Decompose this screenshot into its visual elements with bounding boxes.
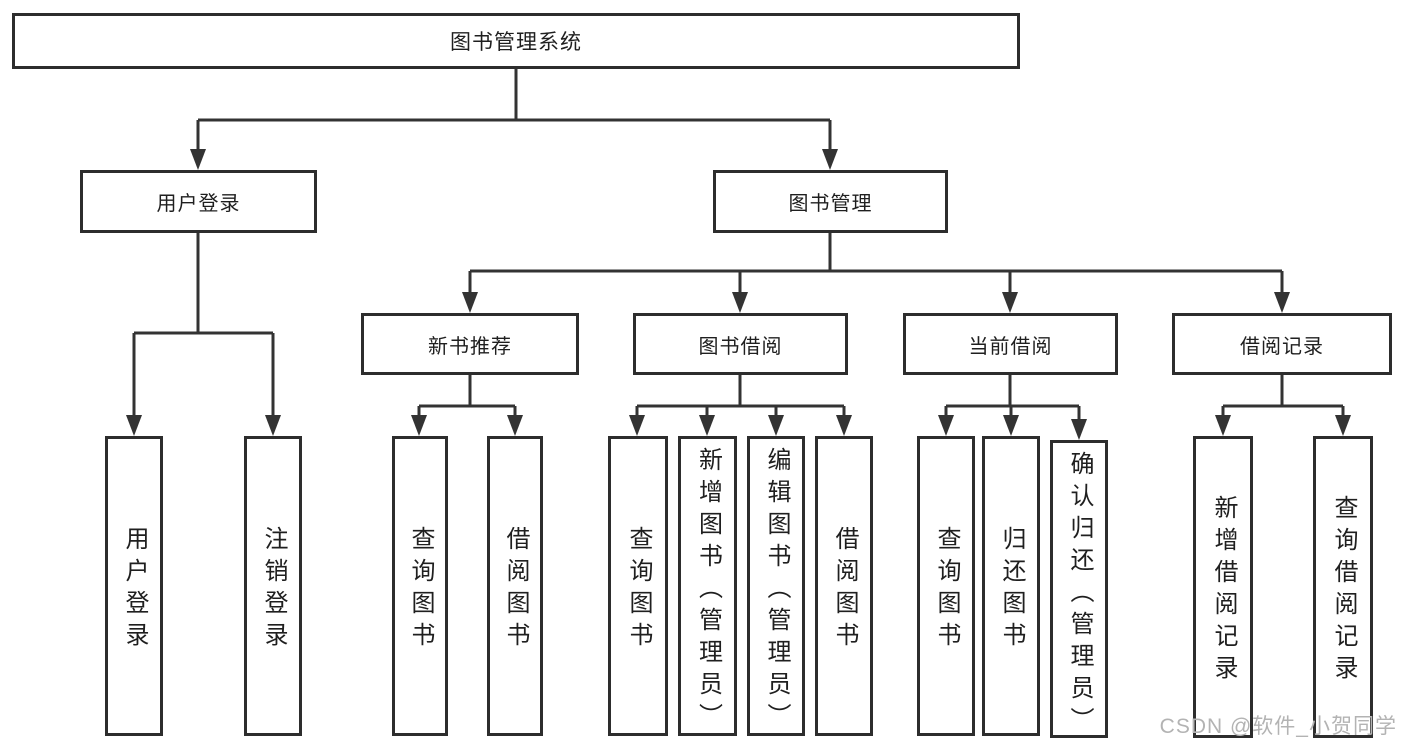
leaf-edit-book-admin: 编辑图书（管理员） [747,436,805,736]
watermark: CSDN @软件_小贺同学 [1159,715,1397,738]
leaf-query-borrow-record: 查询借阅记录 [1313,436,1373,738]
leaf-add-borrow-record: 新增借阅记录 [1193,436,1253,738]
node-root: 图书管理系统 [12,13,1020,69]
leaf-query-books-1: 查询图书 [392,436,448,736]
node-book-management: 图书管理 [713,170,948,233]
node-book-borrowing: 图书借阅 [633,313,848,375]
leaf-logout: 注销登录 [244,436,302,736]
leaf-borrow-books-2: 借阅图书 [815,436,873,736]
leaf-add-book-admin: 新增图书（管理员） [678,436,737,736]
leaf-query-books-2: 查询图书 [608,436,668,736]
node-borrowing-records: 借阅记录 [1172,313,1392,375]
leaf-query-books-3: 查询图书 [917,436,975,736]
node-current-borrowing: 当前借阅 [903,313,1118,375]
leaf-return-book: 归还图书 [982,436,1040,736]
node-user-login: 用户登录 [80,170,317,233]
leaf-confirm-return-admin: 确认归还（管理员） [1050,440,1108,739]
leaf-user-login: 用户登录 [105,436,163,736]
arrowheads [126,149,1351,440]
leaf-borrow-books-1: 借阅图书 [487,436,543,736]
node-new-book-recommend: 新书推荐 [361,313,579,375]
